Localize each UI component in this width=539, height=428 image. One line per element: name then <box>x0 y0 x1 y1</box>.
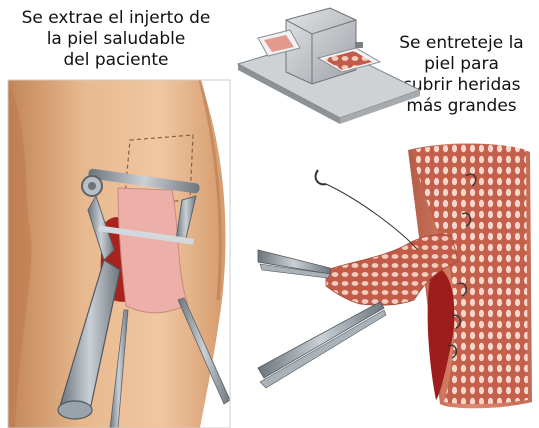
caption-harvest-line1: Se extrae el injerto de <box>21 8 211 28</box>
caption-harvest: Se extrae el injerto de la piel saludabl… <box>0 8 232 71</box>
forceps-icon <box>109 297 230 428</box>
suture-needle-icon <box>314 169 477 359</box>
caption-harvest-line3: del paciente <box>63 50 169 70</box>
caption-harvest-line2: la piel saludable <box>46 29 186 49</box>
mesh-panel <box>257 143 532 409</box>
forceps-lower <box>257 301 387 389</box>
limb-wound <box>427 268 455 400</box>
caption-mesh-line4: más grandes <box>406 96 517 116</box>
caption-mesh-line2: piel para <box>424 54 499 74</box>
dermatome-icon <box>57 168 200 420</box>
mesh-graft-on-limb <box>412 144 528 405</box>
leg-panel <box>8 80 230 428</box>
mesh-flap <box>325 234 459 306</box>
caption-mesh: Se entreteje la piel para cubrir heridas… <box>384 33 539 117</box>
caption-mesh-line3: cubrir heridas <box>402 75 521 95</box>
caption-mesh-line1: Se entreteje la <box>399 33 524 53</box>
mesher-machine-icon <box>236 7 422 124</box>
forceps-upper <box>257 249 331 279</box>
